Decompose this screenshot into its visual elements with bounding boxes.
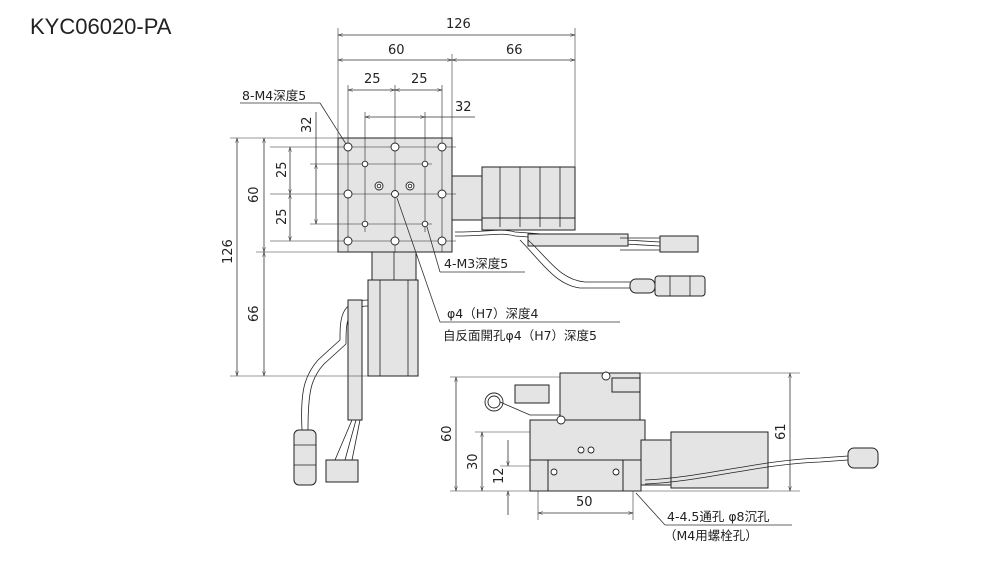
m3-holes [361, 160, 429, 228]
dim-motor-extension-y: 66 [247, 305, 262, 322]
dim-m3-pitch-x: 32 [455, 100, 472, 115]
dim-mount-pitch: 50 [576, 495, 593, 510]
hole-centerlines [270, 85, 456, 252]
callout-mount-holes: 4-4.5通孔 φ8沉孔 [667, 509, 770, 524]
callout-back-pin-hole: 自反面開孔φ4（H7）深度5 [443, 328, 597, 343]
dim-overall-width: 126 [446, 17, 471, 32]
x-motor-cables [454, 229, 706, 297]
top-view: 126 60 66 25 25 32 126 60 66 25 [221, 17, 706, 486]
dim-motor-height: 61 [774, 423, 789, 440]
x-axis-motor [451, 166, 576, 231]
y-axis-motor [367, 251, 419, 377]
dim-base-height: 12 [492, 467, 507, 484]
callout-m4-holes: 8-M4深度5 [242, 88, 306, 103]
side-callouts: 4-4.5通孔 φ8沉孔 （M4用螺栓孔） [635, 492, 792, 543]
m4-holes [343, 142, 447, 246]
dim-hole-pitch-y2: 25 [275, 208, 290, 225]
side-stage [529, 371, 646, 492]
callout-pin-hole: φ4（H7）深度4 [447, 306, 539, 321]
top-dimensions: 126 60 66 25 25 32 [338, 17, 575, 167]
callout-m3-holes: 4-M3深度5 [444, 256, 508, 271]
dim-hole-pitch-x1: 25 [364, 72, 381, 87]
side-connector [484, 384, 560, 416]
side-view: 60 30 12 61 50 4-4.5通孔 φ8沉孔 （M4用螺栓孔） [440, 371, 879, 543]
y-motor-cables [293, 299, 369, 486]
side-motor [640, 431, 879, 489]
dim-table-height: 30 [466, 453, 481, 470]
pin-holes [374, 181, 415, 198]
top-callouts: 8-M4深度5 4-M3深度5 φ4（H7）深度4 自反面開孔φ4（H7）深度5 [240, 88, 620, 343]
callout-mount-holes-note: （M4用螺栓孔） [664, 528, 758, 543]
model-title: KYC06020-PA [30, 14, 172, 39]
left-dimensions: 126 60 66 25 25 32 [221, 112, 368, 376]
dim-side-height: 60 [440, 425, 455, 442]
dim-motor-extension: 66 [506, 43, 523, 58]
dim-hole-pitch-y1: 25 [275, 161, 290, 178]
dim-stage-width: 60 [388, 43, 405, 58]
dim-overall-height: 126 [221, 239, 236, 264]
side-dimensions: 60 30 12 61 50 [440, 373, 800, 520]
dim-hole-pitch-x2: 25 [411, 72, 428, 87]
dim-m3-pitch-y: 32 [300, 116, 315, 133]
dim-stage-height: 60 [247, 186, 262, 203]
